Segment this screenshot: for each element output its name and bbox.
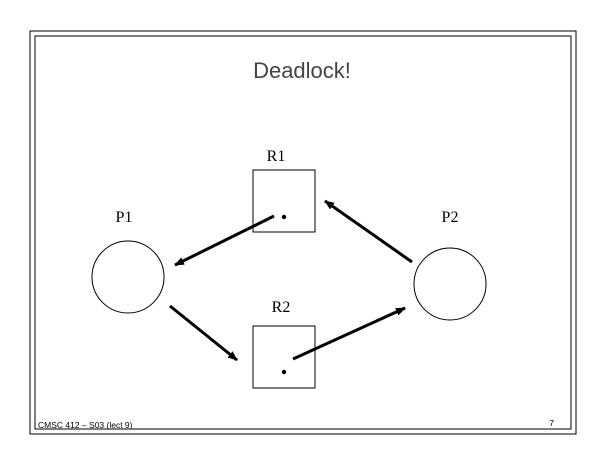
process-node-p2 [413, 247, 487, 321]
edge-p2-to-r1 [324, 199, 413, 264]
process-label-p2: P2 [442, 209, 459, 226]
edge-p1-to-r2 [169, 304, 238, 362]
resource-node-r2 [252, 325, 316, 389]
page-number: 7 [549, 418, 554, 428]
resource-instance-dot-r1 [281, 214, 287, 220]
edge-r1-to-p1 [174, 214, 275, 267]
inner-frame [34, 35, 572, 430]
resource-label-r1: R1 [267, 148, 286, 165]
resource-label-r2: R2 [272, 299, 291, 316]
footer-course-label: CMSC 412 – S03 (lect 9) [38, 420, 133, 430]
process-label-p1: P1 [116, 209, 133, 226]
process-node-p1 [91, 240, 165, 314]
edge-r2-to-p2 [292, 306, 406, 361]
resource-node-r1 [252, 169, 316, 233]
outer-frame [29, 30, 577, 435]
slide-title: Deadlock! [253, 58, 351, 83]
resource-instance-dot-r2 [281, 369, 287, 375]
